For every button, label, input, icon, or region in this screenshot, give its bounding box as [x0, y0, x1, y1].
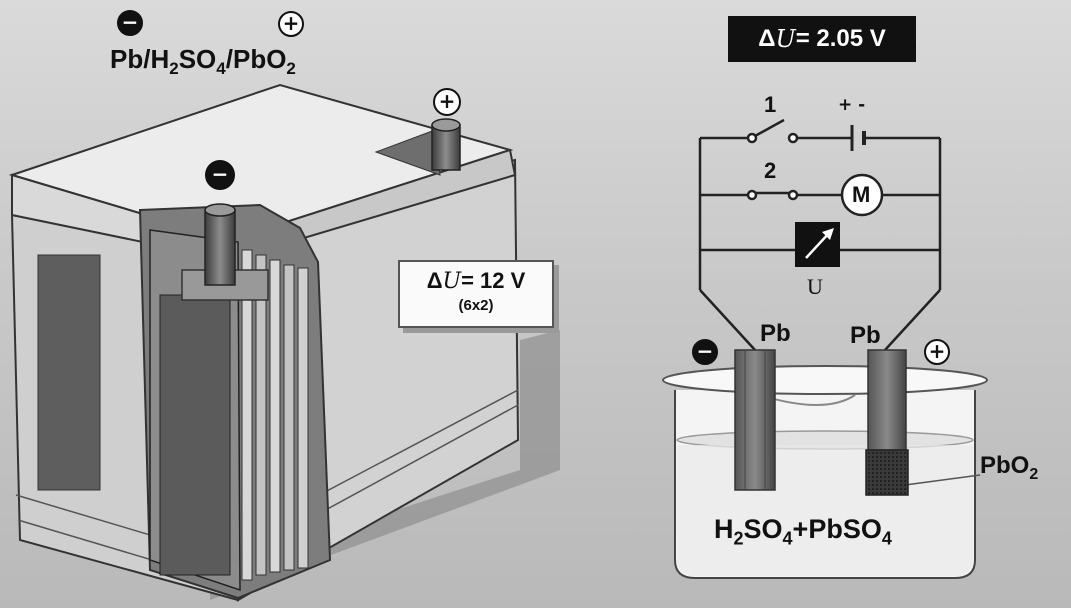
motor-label: M [852, 182, 871, 207]
voltmeter-symbol [795, 222, 840, 267]
motor-symbol [840, 173, 884, 217]
battery-inner-panel [37, 254, 101, 491]
switch-1-label: 1 [764, 92, 777, 117]
switch-2-label: 2 [764, 158, 777, 183]
voltmeter-label: U [807, 274, 823, 299]
electrode-left-label: Pb [760, 320, 791, 347]
battery-formula: Pb/H2SO4/PbO2 [110, 44, 296, 79]
switch-1 [746, 118, 799, 144]
electrode-negative-icon: − [692, 339, 718, 365]
battery-voltage-box: ΔU= 12 V (6x2) [398, 260, 554, 328]
pbo2-label: PbO2 [980, 452, 1039, 483]
circuit-schematic [698, 136, 942, 351]
electrode-positive-pbo2 [865, 349, 909, 496]
source-polarity-label: + - [838, 95, 866, 115]
electrode-right-label: Pb [850, 322, 881, 349]
dc-source-symbol [850, 125, 866, 151]
electrode-positive-icon: + [924, 339, 950, 365]
positive-sign-icon: + [278, 11, 304, 37]
positive-terminal-icon: + [433, 88, 461, 116]
positive-terminal-post [431, 118, 461, 171]
negative-terminal-icon: − [205, 160, 235, 190]
electrolyte-label: H2SO4+PbSO4 [714, 514, 892, 549]
battery-illustration [8, 83, 560, 602]
negative-terminal-post [181, 203, 269, 301]
electrode-negative-pb [734, 349, 776, 491]
switch-2 [746, 189, 799, 201]
negative-sign-icon: − [117, 10, 143, 36]
